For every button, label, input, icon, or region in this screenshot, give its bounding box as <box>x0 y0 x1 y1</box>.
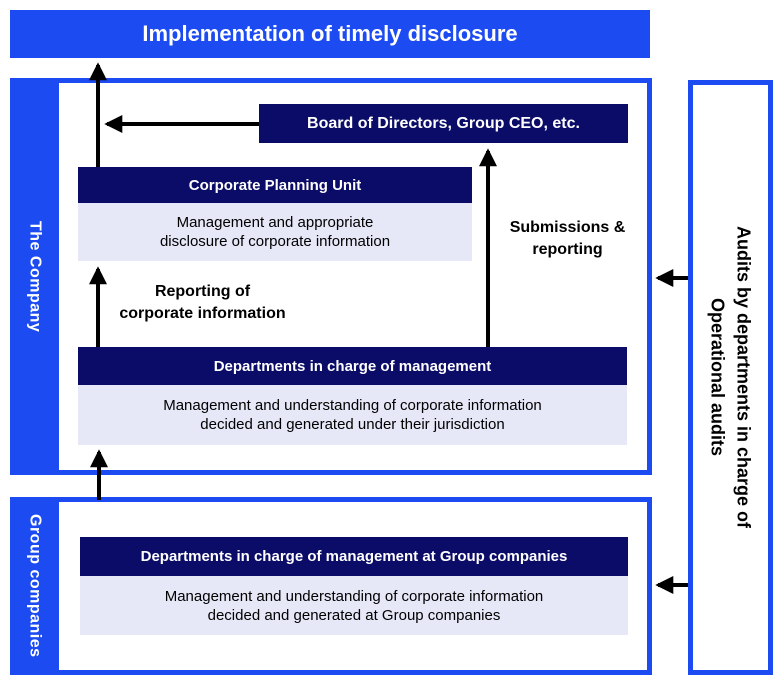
corporate-planning-unit-body: Management and appropriate disclosure of… <box>78 203 472 261</box>
group-departments-header: Departments in charge of management at G… <box>80 537 628 576</box>
group-departments-title: Departments in charge of management at G… <box>140 548 568 565</box>
audit-box: Audits by departments in charge of Opera… <box>688 80 773 675</box>
board-of-directors-label: Board of Directors, Group CEO, etc. <box>307 114 580 132</box>
reporting-arrow-label: Reporting of corporate information <box>119 283 286 322</box>
departments-management-title: Departments in charge of management <box>213 357 492 375</box>
board-of-directors-box: Board of Directors, Group CEO, etc. <box>259 104 628 143</box>
audit-label: Audits by departments in charge of Opera… <box>707 226 754 529</box>
banner-title: Implementation of timely disclosure <box>142 21 518 46</box>
company-label: The Company <box>26 220 44 333</box>
corporate-planning-unit-header: Corporate Planning Unit <box>78 167 472 203</box>
submissions-arrow-label: Submissions & reporting <box>509 219 626 258</box>
departments-management-body: Management and understanding of corporat… <box>78 385 627 445</box>
group-departments-body: Management and understanding of corporat… <box>80 576 628 635</box>
corporate-planning-unit-title: Corporate Planning Unit <box>188 176 362 194</box>
departments-management-header: Departments in charge of management <box>78 347 627 385</box>
banner-timely-disclosure: Implementation of timely disclosure <box>10 10 650 58</box>
group-label: Group companies <box>26 514 44 658</box>
company-side-band: The Company <box>10 78 59 475</box>
group-side-band: Group companies <box>10 497 59 675</box>
